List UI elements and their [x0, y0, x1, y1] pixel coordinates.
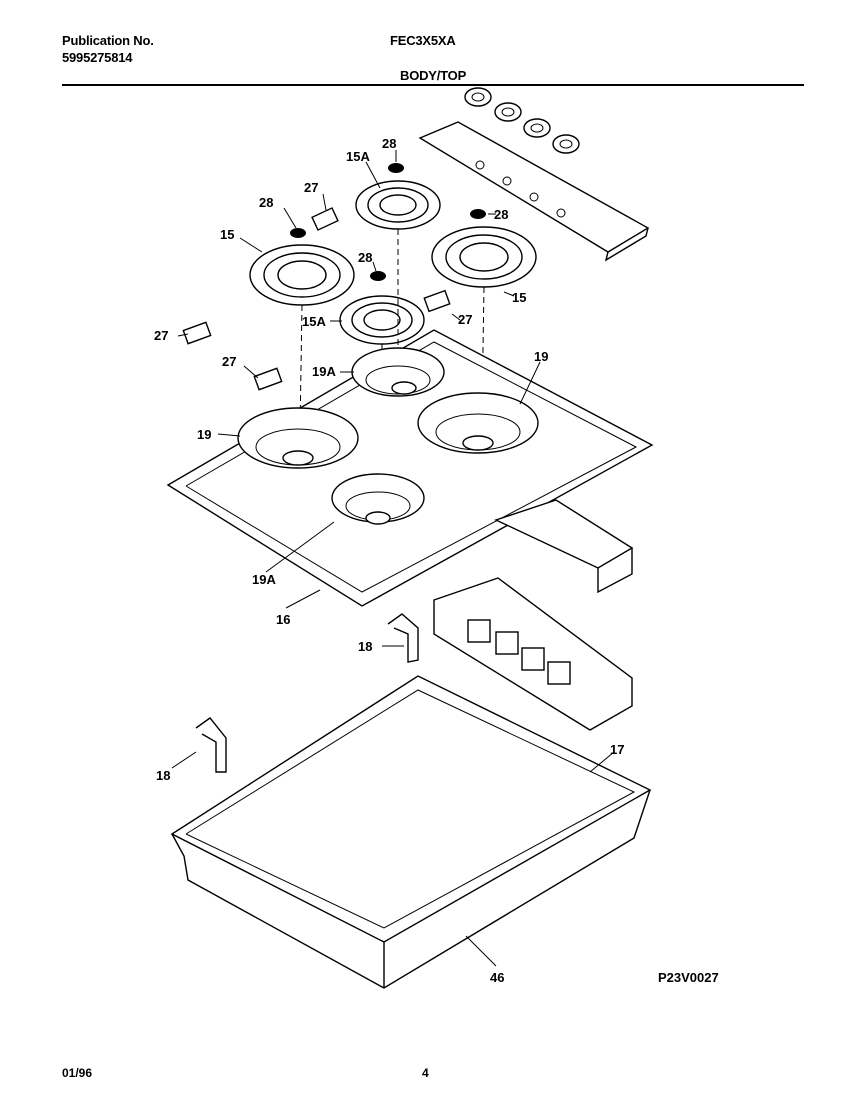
callout-15a: 15A — [302, 314, 326, 329]
mounting-bracket-left — [195, 717, 227, 773]
leader-lines — [171, 150, 615, 967]
isolator-discs — [290, 163, 486, 281]
footer-date: 01/96 — [62, 1066, 93, 1080]
callout-27: 27 — [304, 180, 318, 195]
surface-element-left — [249, 244, 355, 306]
mounting-bracket-right — [387, 613, 419, 663]
switch-cover — [494, 499, 634, 594]
infinite-switches — [433, 577, 633, 731]
callout-15: 15 — [512, 290, 526, 305]
callout-27: 27 — [154, 328, 168, 343]
drip-bowl-left — [237, 407, 359, 469]
drip-bowl-front — [331, 473, 425, 525]
header-rule — [62, 84, 804, 86]
publication-number: 5995275814 — [62, 50, 133, 65]
callout-19: 19 — [197, 427, 211, 442]
callout-19: 19 — [534, 349, 548, 364]
surface-element-back-left — [355, 180, 441, 230]
drawing-code: P23V0027 — [658, 970, 719, 985]
callout-28: 28 — [358, 250, 372, 265]
section-title: BODY/TOP — [400, 68, 467, 83]
control-panel — [418, 121, 650, 262]
surface-element-front — [339, 295, 425, 345]
drip-bowl-back — [351, 347, 445, 397]
callout-15a: 15A — [346, 149, 370, 164]
callout-28: 28 — [382, 136, 396, 151]
footer-page-number: 4 — [422, 1066, 429, 1080]
burner-box — [170, 675, 652, 989]
callout-16: 16 — [276, 612, 290, 627]
callout-18: 18 — [156, 768, 170, 783]
callout-28: 28 — [494, 207, 508, 222]
callout-19a: 19A — [312, 364, 336, 379]
publication-label: Publication No. — [62, 33, 154, 48]
control-knobs — [464, 87, 580, 154]
callout-27: 27 — [458, 312, 472, 327]
terminal-blocks — [182, 207, 451, 391]
callout-28: 28 — [259, 195, 273, 210]
drip-bowl-right — [417, 392, 539, 454]
callout-46: 46 — [490, 970, 504, 985]
main-top — [166, 329, 654, 607]
surface-element-right — [431, 226, 537, 288]
callout-17: 17 — [610, 742, 624, 757]
callout-18: 18 — [358, 639, 372, 654]
callout-19a: 19A — [252, 572, 276, 587]
model-number: FEC3X5XA — [390, 33, 456, 48]
callout-15: 15 — [220, 227, 234, 242]
callout-27: 27 — [222, 354, 236, 369]
